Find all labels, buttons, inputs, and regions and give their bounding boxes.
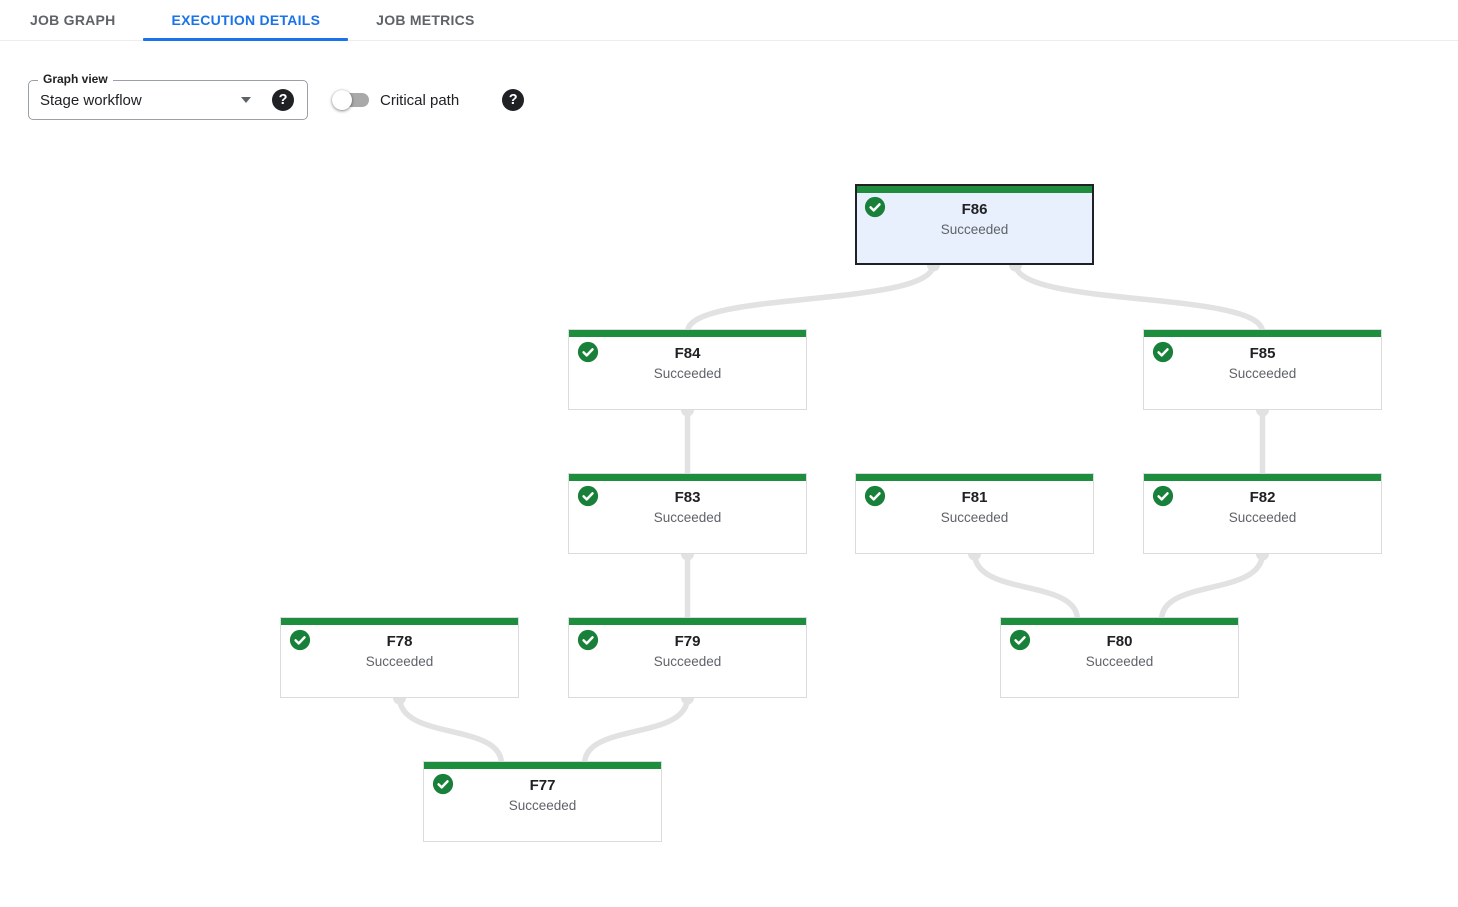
- node-title: F81: [961, 489, 988, 506]
- check-circle-icon: [432, 773, 454, 795]
- node-status-bar: [569, 474, 806, 481]
- check-circle-icon: [577, 485, 599, 507]
- graph-view-value: Stage workflow: [40, 91, 142, 109]
- node-status-bar: [569, 330, 806, 337]
- graph-controls: Graph view Stage workflow ? Critical pat…: [28, 72, 1458, 121]
- node-title: F84: [674, 345, 701, 362]
- graph-edge: [581, 694, 691, 767]
- active-tab-underline: [143, 38, 349, 41]
- graph-view-select[interactable]: Graph view Stage workflow ?: [28, 72, 308, 120]
- graph-view-label: Graph view: [38, 72, 113, 86]
- node-title: F82: [1249, 489, 1276, 506]
- check-circle-icon: [1152, 341, 1174, 363]
- tab-job-metrics[interactable]: JOB METRICS: [348, 0, 502, 40]
- node-status: Succeeded: [653, 366, 722, 381]
- critical-path-toggle[interactable]: [332, 90, 370, 110]
- check-circle-icon: [864, 485, 886, 507]
- node-status: Succeeded: [1228, 366, 1297, 381]
- critical-path-help-icon[interactable]: ?: [502, 89, 525, 111]
- node-status-bar: [856, 474, 1093, 481]
- node-status: Succeeded: [365, 654, 434, 669]
- tab-execution-details[interactable]: EXECUTION DETAILS: [143, 0, 349, 41]
- node-status: Succeeded: [653, 510, 722, 525]
- node-status: Succeeded: [940, 510, 1009, 525]
- node-status-bar: [1001, 618, 1238, 625]
- node-status-bar: [1144, 330, 1381, 337]
- node-title: F86: [961, 201, 988, 218]
- node-status: Succeeded: [1085, 654, 1154, 669]
- node-status: Succeeded: [940, 222, 1009, 237]
- graph-edge: [971, 550, 1081, 623]
- check-circle-icon: [577, 341, 599, 363]
- graph-edge: [1158, 550, 1266, 623]
- node-title: F83: [674, 489, 701, 506]
- check-circle-icon: [577, 629, 599, 651]
- node-status-bar: [281, 618, 518, 625]
- node-status-bar: [569, 618, 806, 625]
- graph-view-help-icon[interactable]: ?: [272, 89, 294, 111]
- node-title: F80: [1106, 633, 1133, 650]
- node-status-bar: [857, 186, 1092, 193]
- node-title: F77: [529, 777, 556, 794]
- toggle-thumb: [332, 90, 352, 110]
- tab-label: JOB GRAPH: [30, 12, 116, 28]
- check-circle-icon: [1152, 485, 1174, 507]
- node-title: F85: [1249, 345, 1276, 362]
- check-circle-icon: [289, 629, 311, 651]
- graph-edge: [684, 261, 937, 335]
- tab-bar: JOB GRAPH EXECUTION DETAILS JOB METRICS: [0, 0, 1458, 41]
- node-title: F79: [674, 633, 701, 650]
- chevron-down-icon[interactable]: [241, 97, 251, 103]
- critical-path-label: Critical path: [380, 91, 460, 109]
- tab-job-graph[interactable]: JOB GRAPH: [2, 0, 143, 40]
- node-title: F78: [386, 633, 413, 650]
- tab-label: JOB METRICS: [376, 12, 475, 28]
- node-status-bar: [1144, 474, 1381, 481]
- graph-edge: [1012, 261, 1266, 335]
- node-status: Succeeded: [653, 654, 722, 669]
- tab-label: EXECUTION DETAILS: [171, 12, 321, 28]
- node-status-bar: [424, 762, 661, 769]
- check-circle-icon: [1009, 629, 1031, 651]
- check-circle-icon: [864, 196, 886, 218]
- graph-edge: [396, 694, 505, 767]
- node-status: Succeeded: [508, 798, 577, 813]
- node-status: Succeeded: [1228, 510, 1297, 525]
